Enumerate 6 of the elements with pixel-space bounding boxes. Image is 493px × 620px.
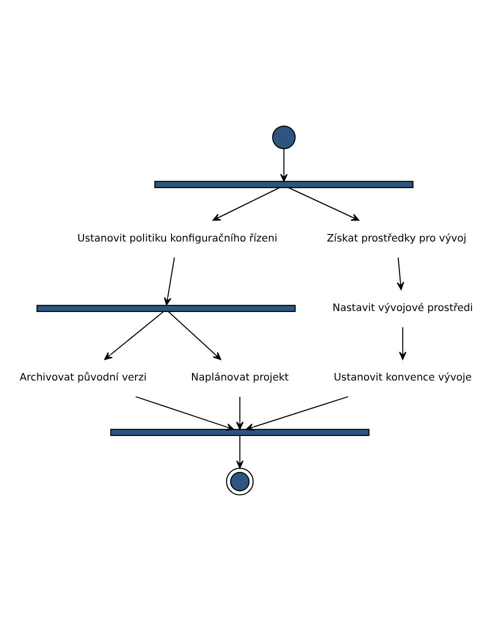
node-text: Ustanovit politiku konfiguračního řízeni <box>77 232 278 244</box>
node-text: Nastavit vývojové prostředi <box>332 302 474 314</box>
node-text: Získat prostředky pro vývoj <box>326 232 466 244</box>
node-text: Naplánovat projekt <box>190 371 289 384</box>
node-text: Ustanovit konvence vývoje <box>334 371 472 384</box>
node-text: Archivovat původní verzi <box>20 371 147 384</box>
